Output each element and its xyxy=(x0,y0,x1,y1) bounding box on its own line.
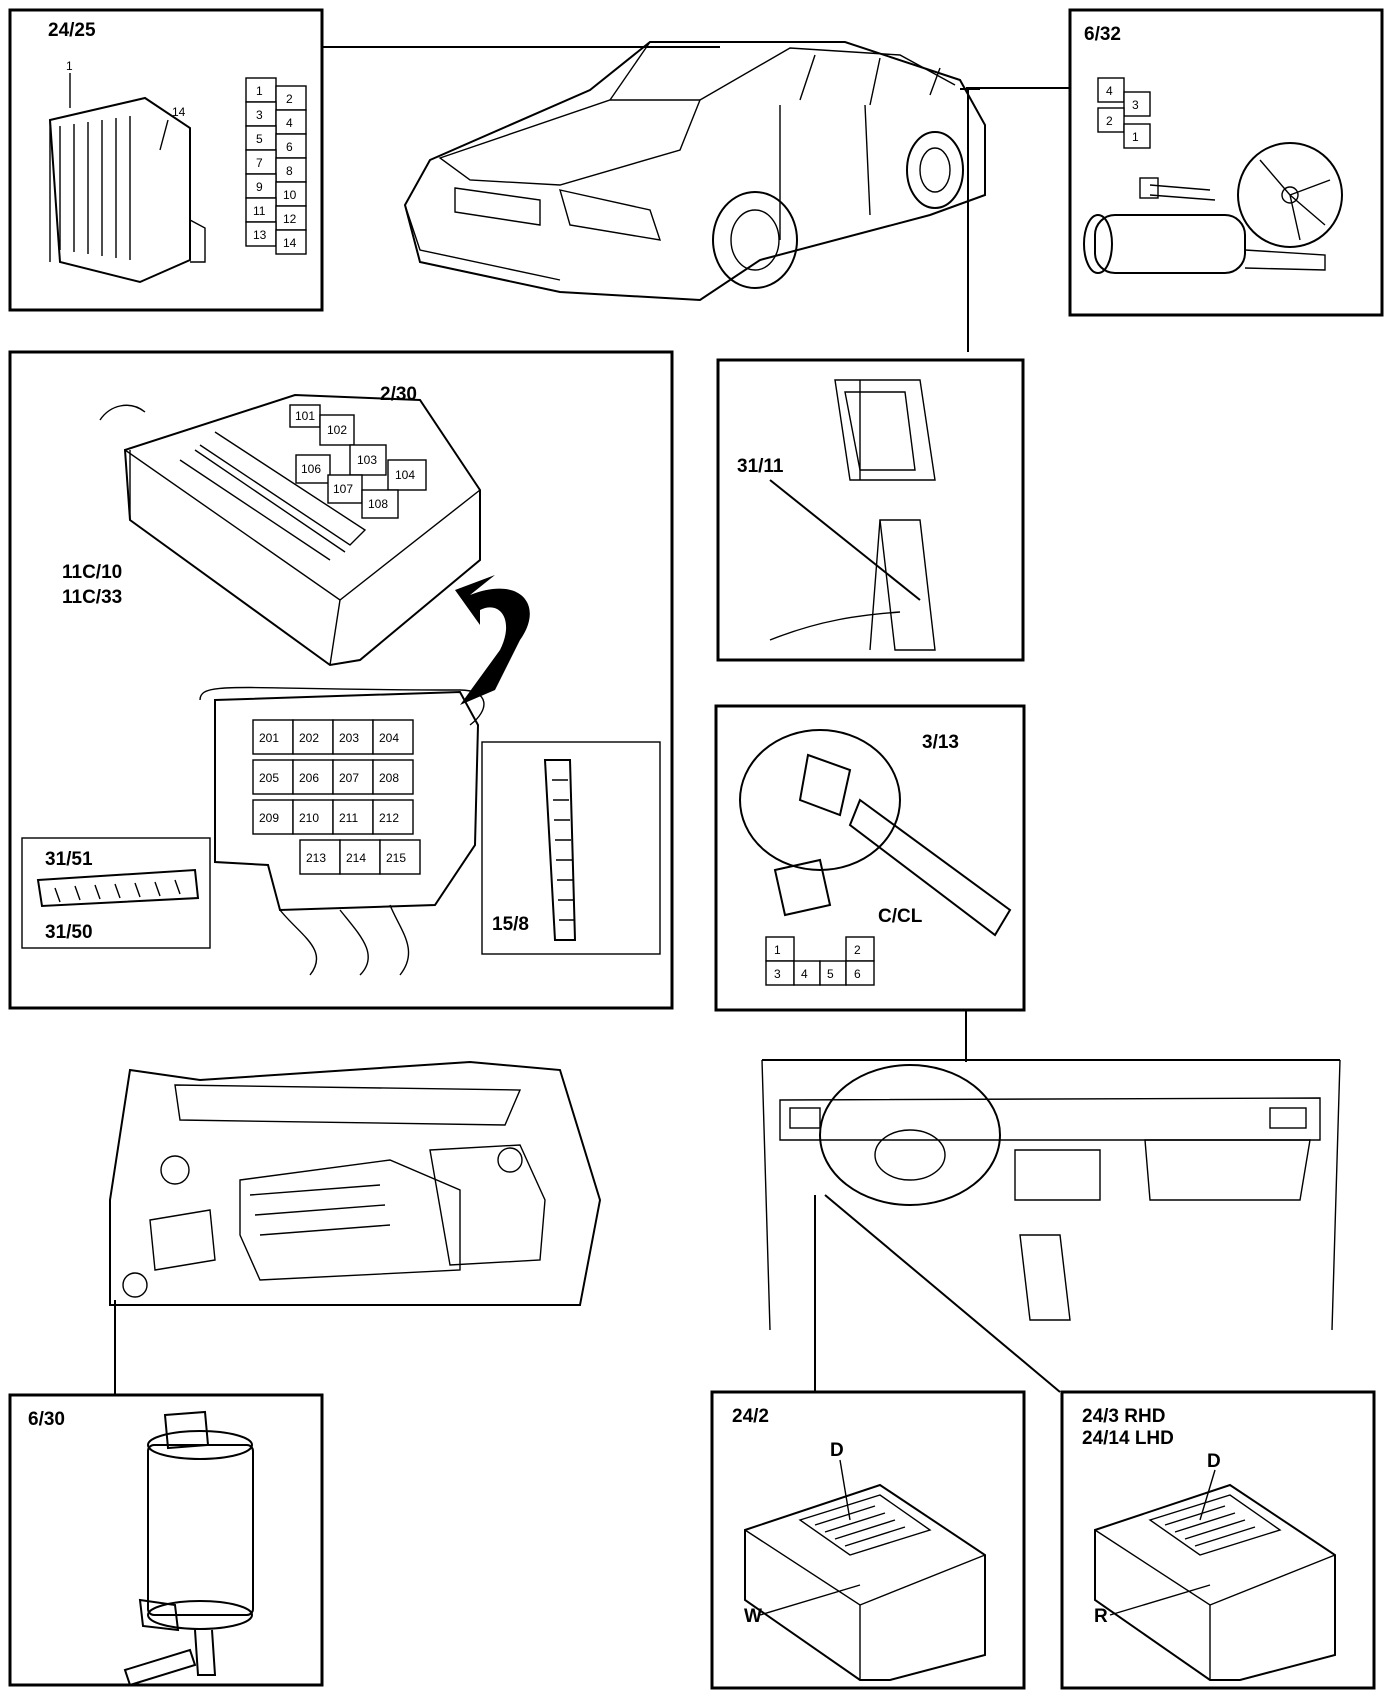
relay-box-24-3-drawing xyxy=(1094,1469,1336,1681)
fuse-cell: 205 xyxy=(259,771,279,785)
fuse-cell: 206 xyxy=(299,771,319,785)
panel-fusebox: 2/30 11C/10 11C/33 101 102 103 104 106 1… xyxy=(8,350,674,1010)
pin-cell: 5 xyxy=(256,132,263,146)
pin-cell: 3 xyxy=(256,108,263,122)
box-label-1: 11C/10 xyxy=(62,562,122,583)
fuse-cell: 201 xyxy=(259,731,279,745)
mark-top: D xyxy=(830,1440,844,1461)
panel-label: 24/25 xyxy=(48,20,96,41)
panel-6-30: 6/30 xyxy=(8,1393,324,1687)
wiper-motor-drawing xyxy=(1083,142,1343,274)
callout-lines xyxy=(114,46,1070,1395)
mark-top: D xyxy=(1207,1451,1221,1472)
pin-cell: 2 xyxy=(286,92,293,106)
central-electrical-unit-drawing: 101 102 103 104 106 107 108 xyxy=(99,393,481,667)
switch-stalk-drawing xyxy=(739,729,1012,937)
fuse-cell: 207 xyxy=(339,771,359,785)
fuse-cell: 212 xyxy=(379,811,399,825)
relay-cell: 107 xyxy=(333,482,353,496)
panel-24-2: 24/2 D W xyxy=(710,1390,1026,1690)
pin-cell: 12 xyxy=(283,212,297,226)
panel-3-13: 3/13 C/CL 1 2 3 4 5 6 xyxy=(714,704,1026,1012)
fuse-box-lower-drawing: 201 202 203 204 205 206 207 208 209 210 … xyxy=(199,686,485,976)
pin-cell: 2 xyxy=(854,943,861,957)
relay-label: 2/30 xyxy=(380,384,417,405)
panel-label: 24/2 xyxy=(732,1406,769,1427)
pin-cell: 11 xyxy=(253,204,266,218)
pin-cell: 7 xyxy=(256,156,263,170)
pin-cell: 5 xyxy=(827,967,834,981)
fuse-cell: 208 xyxy=(379,771,399,785)
panel-frame xyxy=(710,1390,1026,1690)
panel-frame xyxy=(1060,1390,1376,1690)
panel-31-11: 31/11 xyxy=(716,358,1025,662)
mark-bottom: W xyxy=(744,1606,762,1627)
pin-cell: 6 xyxy=(286,140,293,154)
mark-bottom: R xyxy=(1094,1606,1108,1627)
dashboard-drawing xyxy=(761,1059,1341,1331)
relay-box-24-2-drawing xyxy=(744,1459,986,1681)
panel-label: 31/11 xyxy=(737,456,784,477)
box-label-2: 11C/33 xyxy=(62,587,122,608)
relay-cell: 106 xyxy=(301,462,321,476)
panel-24-3: 24/3 RHD 24/14 LHD D R xyxy=(1060,1390,1376,1690)
engine-bay-drawing xyxy=(109,1060,602,1306)
relay-cell: 102 xyxy=(327,423,347,437)
connector-31-51-inset: 31/51 31/50 xyxy=(21,837,211,949)
fuse-cell: 204 xyxy=(379,731,399,745)
panel-label: 6/32 xyxy=(1084,24,1121,45)
panel-label: 6/30 xyxy=(28,1409,65,1430)
pin-cell: 8 xyxy=(286,164,293,178)
pin-cell: 4 xyxy=(801,967,808,981)
fuse-cell: 202 xyxy=(299,731,319,745)
pin-cell: 3 xyxy=(774,967,781,981)
relay-cell: 103 xyxy=(357,453,377,467)
relay-cell: 104 xyxy=(395,468,415,482)
pin-cell: 2 xyxy=(1106,114,1113,128)
pin-cell: 9 xyxy=(256,180,263,194)
fuse-cell: 213 xyxy=(306,851,326,865)
panel-24-25: 24/25 1 14 1 2 3 4 5 6 7 8 9 10 11 12 13 xyxy=(8,8,324,312)
connector-15-8-inset: 15/8 xyxy=(481,741,661,955)
car-drawing xyxy=(403,41,986,302)
relay-cell: 108 xyxy=(368,497,388,511)
fuse-cell: 211 xyxy=(339,811,358,825)
washer-pump-drawing xyxy=(123,1410,254,1687)
pin-cell: 14 xyxy=(283,236,297,250)
pin-grid: 1 2 3 4 5 6 7 8 9 10 11 12 13 14 xyxy=(245,77,307,255)
pin-cell: 6 xyxy=(854,967,861,981)
pin-cell: 13 xyxy=(253,228,267,242)
fuse-cell: 203 xyxy=(339,731,359,745)
panel-frame xyxy=(1068,8,1384,317)
panel-label: 3/13 xyxy=(922,732,959,753)
fuse-cell: 214 xyxy=(346,851,366,865)
pin-cell: 4 xyxy=(1106,84,1113,98)
relay-cell: 101 xyxy=(295,409,315,423)
curved-arrow xyxy=(455,575,530,705)
panel-sub-label: C/CL xyxy=(878,906,923,927)
connector-24-25-drawing xyxy=(48,73,206,284)
fuse-cell: 209 xyxy=(259,811,279,825)
panel-label-1: 24/3 RHD xyxy=(1082,1406,1165,1427)
panel-label-2: 24/14 LHD xyxy=(1082,1428,1174,1449)
pin-cell: 10 xyxy=(283,188,297,202)
connector-top-label: 31/51 xyxy=(45,849,93,870)
pin-last-label: 14 xyxy=(172,105,186,119)
connector-bottom-label: 31/50 xyxy=(45,922,93,943)
panel-6-32: 6/32 4 3 2 1 xyxy=(1068,8,1384,317)
pin-cell: 1 xyxy=(1132,130,1139,144)
pin-first-label: 1 xyxy=(66,59,73,73)
pin-cell: 1 xyxy=(774,943,781,957)
pin-cell: 1 xyxy=(256,84,263,98)
pin-cell: 3 xyxy=(1132,98,1139,112)
fuse-cell: 210 xyxy=(299,811,319,825)
fuse-cell: 215 xyxy=(386,851,406,865)
pin-cell: 4 xyxy=(286,116,293,130)
panel-frame xyxy=(716,358,1025,662)
connector-side-label: 15/8 xyxy=(492,914,529,935)
panel-frame xyxy=(8,1393,324,1687)
